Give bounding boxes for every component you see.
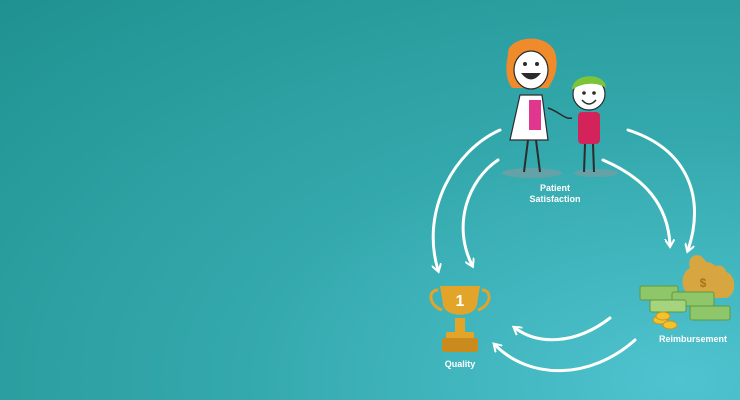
arrow-reimbursement-to-quality-outer bbox=[495, 338, 637, 373]
trophy-icon: 1 bbox=[429, 286, 491, 352]
arrow-quality-to-patient-inner bbox=[461, 158, 500, 265]
money-stacks-icon: $ bbox=[639, 255, 735, 330]
svg-text:$: $ bbox=[700, 276, 707, 290]
arrow-patient-to-reimbursement-inner bbox=[601, 158, 670, 245]
cycle-arrows bbox=[433, 128, 696, 373]
trophy-number: 1 bbox=[456, 293, 465, 310]
arrow-quality-to-patient-outer bbox=[433, 128, 502, 270]
arrow-reimbursement-to-quality-inner bbox=[515, 316, 612, 342]
node-label-quality: Quality bbox=[444, 359, 476, 369]
node-label-patient-satisfaction: Patient Satisfaction bbox=[529, 183, 581, 204]
doctor-and-patient-icon bbox=[502, 38, 618, 178]
arrow-patient-to-reimbursement-outer bbox=[626, 128, 696, 250]
node-label-reimbursement: Reimbursement bbox=[658, 334, 728, 344]
